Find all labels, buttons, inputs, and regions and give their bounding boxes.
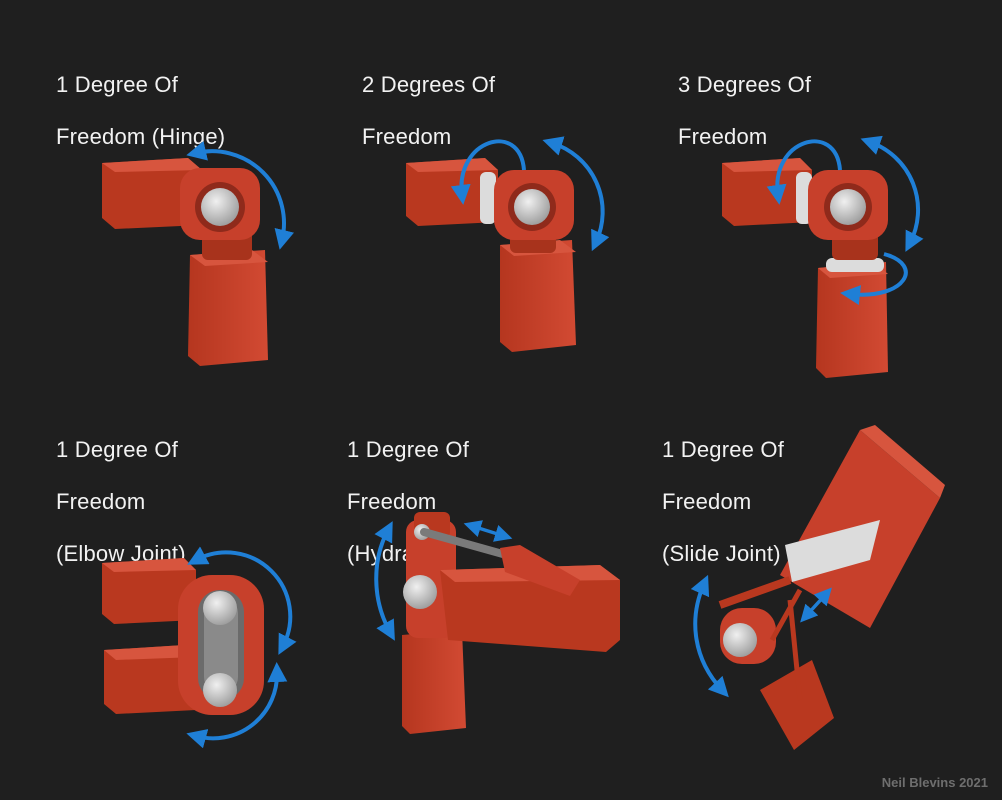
label-slide-line2: Freedom: [662, 489, 752, 514]
label-3dof-line1: 3 Degrees Of: [678, 72, 812, 97]
three-dof-swivel-arrow: [766, 139, 842, 205]
hinge-rotation-arrow: [186, 141, 295, 250]
label-3dof: 3 Degrees Of Freedom: [678, 46, 811, 176]
hydraulic-cylinder: [500, 545, 580, 596]
label-slide: 1 Degree Of Freedom (Slide Joint): [662, 411, 784, 593]
label-3dof-line2: Freedom: [678, 124, 768, 149]
two-dof-joint-illustration: [406, 136, 610, 352]
three-dof-twist-ring: [826, 258, 884, 272]
hydraulic-rotation-arrow: [374, 521, 395, 641]
two-dof-swivel-arrow: [450, 139, 526, 205]
label-hydraulic-line2: Freedom: [347, 489, 437, 514]
slide-translation-arrow: [800, 587, 832, 623]
slide-joint-illustration: [690, 425, 945, 750]
label-slide-line3: (Slide Joint): [662, 541, 781, 566]
label-elbow-line2: Freedom: [56, 489, 146, 514]
hinge-joint-illustration: [102, 141, 295, 366]
credit-text: Neil Blevins 2021: [881, 775, 988, 790]
hinge-pin: [201, 188, 239, 226]
two-dof-swivel-ring: [480, 172, 496, 224]
three-dof-joint-illustration: [722, 135, 924, 378]
label-2dof: 2 Degrees Of Freedom: [362, 46, 495, 176]
label-elbow-line1: 1 Degree Of: [56, 437, 179, 462]
hydraulic-pin: [403, 575, 437, 609]
three-dof-twist-arrow: [840, 252, 908, 306]
slide-pin: [723, 623, 757, 657]
hydraulic-piston-rod: [420, 528, 514, 560]
label-2dof-line1: 2 Degrees Of: [362, 72, 496, 97]
elbow-joint-illustration: [102, 546, 297, 749]
elbow-upper-pin: [203, 591, 237, 625]
hydraulic-joint-illustration: [374, 512, 620, 734]
label-slide-line1: 1 Degree Of: [662, 437, 785, 462]
label-elbow: 1 Degree Of Freedom (Elbow Joint): [56, 411, 186, 593]
label-hydraulic-line1: 1 Degree Of: [347, 437, 470, 462]
hydraulic-piston-arrow: [463, 520, 513, 542]
three-dof-hinge-arrow: [860, 135, 924, 252]
label-2dof-line2: Freedom: [362, 124, 452, 149]
label-hinge-line1: 1 Degree Of: [56, 72, 179, 97]
elbow-upper-arrow: [187, 546, 297, 655]
elbow-lower-arrow: [186, 662, 288, 749]
two-dof-pin: [514, 189, 550, 225]
two-dof-hinge-arrow: [542, 136, 610, 252]
elbow-lower-pin: [203, 673, 237, 707]
slide-sleeve: [785, 520, 880, 582]
slide-rotation-arrow: [690, 574, 729, 698]
